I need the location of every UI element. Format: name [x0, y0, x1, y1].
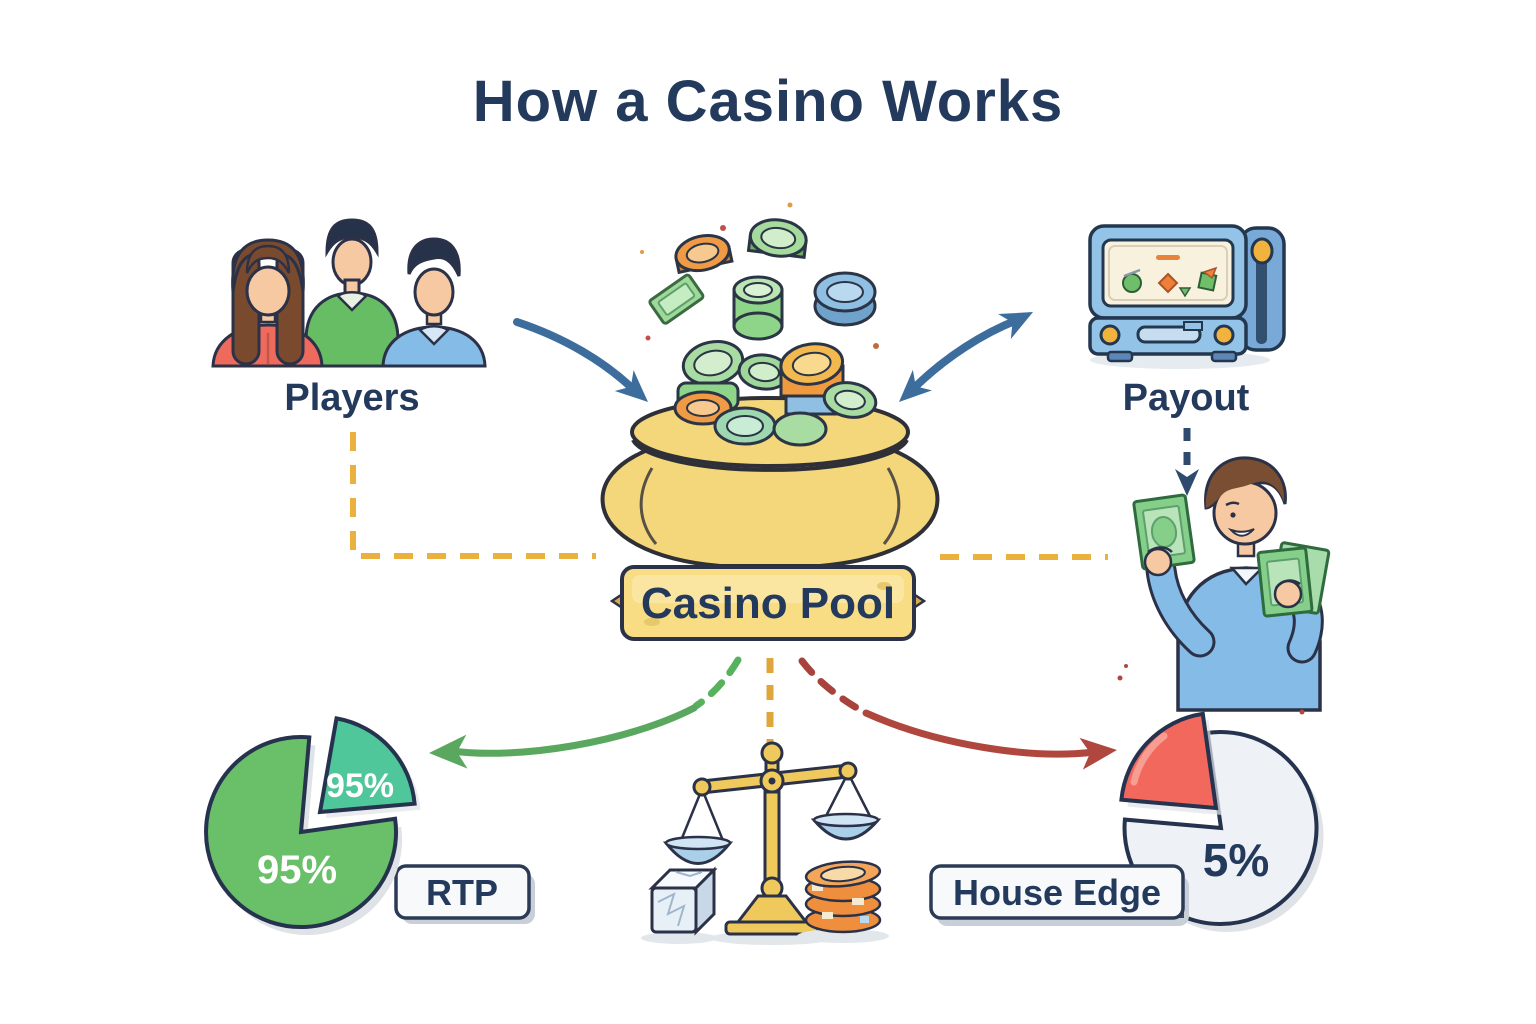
casino-pool-banner: Casino Pool [609, 565, 927, 641]
arrow-payout-to-man [1175, 428, 1199, 496]
page-title: How a Casino Works [473, 69, 1064, 134]
falling-chips-icon [640, 202, 879, 349]
arrow-players-to-pool [513, 318, 648, 402]
rtp-label-text: RTP [426, 872, 498, 913]
casino-pool-pot-icon [600, 340, 940, 568]
rtp-main-value: 95% [257, 848, 337, 892]
house-edge-label-text: House Edge [953, 872, 1161, 913]
players-icon [211, 218, 487, 368]
chip-stack-icon [797, 860, 889, 943]
rtp-pie-chart: 95% 95% [204, 716, 421, 936]
dashed-connector-players-to-pool [350, 432, 596, 559]
arrow-pool-to-rtp [429, 656, 742, 769]
payout-label: Payout [1123, 377, 1250, 419]
rtp-slice-value: 95% [326, 767, 394, 805]
players-label: Players [284, 377, 419, 419]
slot-machine-icon [1088, 224, 1286, 369]
casino-pool-label: Casino Pool [641, 579, 895, 628]
balance-scale-icon [662, 741, 882, 945]
arrow-pool-to-house-edge [798, 657, 1117, 770]
arrow-pool-to-slot-machine [899, 312, 1033, 402]
rtp-label: RTP [394, 864, 535, 924]
dice-icon [641, 866, 718, 944]
man-with-money-icon [1117, 456, 1331, 715]
house-edge-value: 5% [1203, 834, 1269, 886]
house-edge-label: House Edge [929, 864, 1189, 926]
